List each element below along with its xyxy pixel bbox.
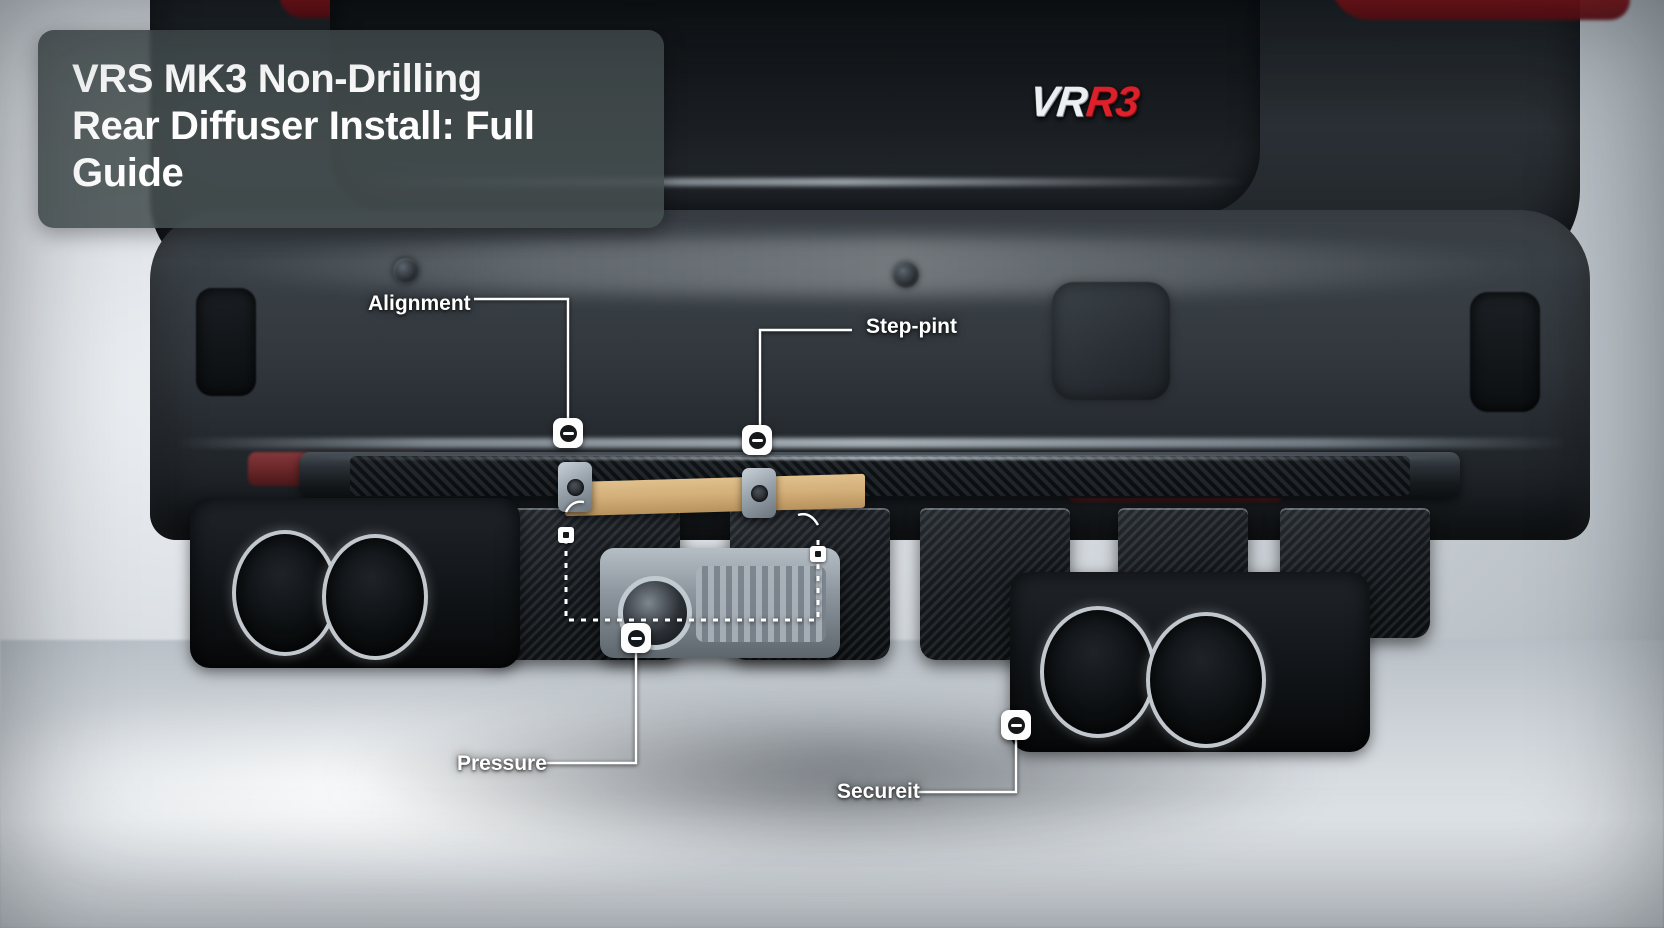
callout-label-pressure: Pressure — [457, 752, 547, 775]
callout-label-alignment: Alignment — [368, 292, 471, 315]
diffuser-mesh-insert — [350, 456, 1410, 496]
minus-circle-marker-icon — [748, 431, 766, 449]
parking-sensor-left — [393, 258, 419, 284]
exhaust-tip-right-outer — [1146, 612, 1266, 748]
title-line-2: Rear Diffuser Install: Full Guide — [72, 104, 535, 196]
title-card: VRS MK3 Non-Drilling Rear Diffuser Insta… — [38, 30, 664, 228]
bumper-vent-right — [1470, 292, 1540, 412]
callout-label-secure-it: Secureit — [837, 780, 920, 803]
sensor-module-ribs — [696, 566, 826, 642]
page-title: VRS MK3 Non-Drilling Rear Diffuser Insta… — [72, 56, 630, 198]
trunk-center-nub — [620, 0, 662, 8]
callout-marker-secure-it[interactable] — [1001, 710, 1031, 740]
badge-text-white: VR — [1027, 78, 1089, 125]
callout-marker-step-point[interactable] — [742, 425, 772, 455]
badge-text-red: R3 — [1083, 78, 1141, 125]
minus-circle-marker-icon — [627, 629, 645, 647]
mounting-bracket-left — [558, 462, 592, 512]
diffuser-top-blade — [300, 452, 1460, 498]
exhaust-tip-left-inner — [322, 534, 428, 660]
minus-circle-marker-icon — [1007, 716, 1025, 734]
parking-sensor-right — [893, 262, 919, 288]
mounting-bracket-right — [742, 468, 776, 518]
trunk-highlight-line — [350, 178, 1250, 186]
tail-light-right — [1330, 0, 1630, 20]
bumper-access-flap — [1052, 282, 1170, 400]
bumper-lower-edge-highlight — [175, 438, 1570, 448]
minus-circle-marker-icon — [559, 424, 577, 442]
exhaust-tip-right-inner — [1040, 606, 1156, 738]
title-line-1: VRS MK3 Non-Drilling — [72, 57, 482, 101]
callout-label-step-point: Step-pint — [866, 315, 957, 338]
callout-marker-pressure[interactable] — [621, 623, 651, 653]
bumper-vent-left — [196, 288, 256, 396]
callout-marker-alignment[interactable] — [553, 418, 583, 448]
bumper-specular-highlight — [200, 236, 1540, 296]
